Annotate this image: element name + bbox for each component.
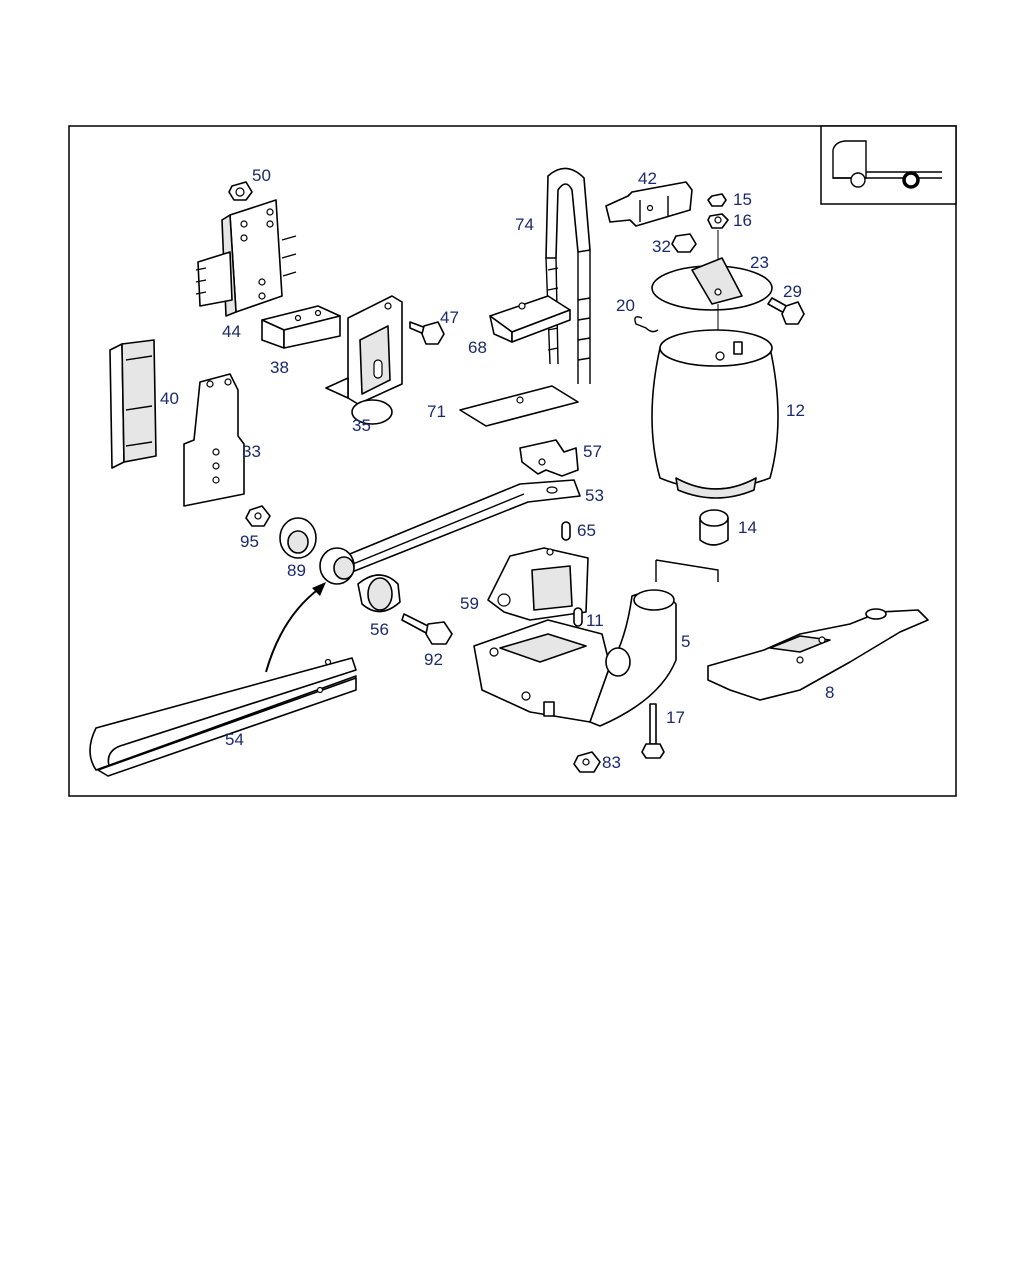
part-axle-bracket-5 (473, 589, 677, 727)
callout-42: 42 (638, 169, 657, 188)
callout-labels: 50 44 38 35 47 40 33 74 68 71 42 15 16 3… (160, 166, 834, 772)
callout-12: 12 (786, 401, 805, 420)
callout-57: 57 (583, 442, 602, 461)
part-spring-leaf-53 (319, 479, 581, 585)
callout-17: 17 (666, 708, 685, 727)
callout-38: 38 (270, 358, 289, 377)
part-bump-stop-14 (699, 509, 729, 546)
part-bolt-47 (409, 321, 445, 345)
part-bushing-89 (279, 517, 317, 559)
part-bracket-57 (519, 439, 579, 477)
callout-32: 32 (652, 237, 671, 256)
callout-15: 15 (733, 190, 752, 209)
callout-8: 8 (825, 683, 834, 702)
callout-65: 65 (577, 521, 596, 540)
part-pin-11 (573, 607, 583, 627)
callout-95: 95 (240, 532, 259, 551)
callout-35: 35 (352, 416, 371, 435)
part-top-plate-23 (651, 257, 773, 311)
callout-71: 71 (427, 402, 446, 421)
part-bushing-56 (357, 574, 401, 613)
part-hanger-59 (487, 547, 589, 621)
callout-29: 29 (783, 282, 802, 301)
part-block-38 (261, 305, 341, 349)
part-air-spring-12 (651, 329, 779, 499)
callout-11: 11 (586, 611, 604, 630)
assembly-arrow (265, 582, 326, 673)
part-bracket-40 (109, 339, 157, 469)
part-bolt-17 (641, 703, 665, 759)
callout-16: 16 (733, 211, 752, 230)
part-bracket-33 (183, 373, 245, 507)
callout-5: 5 (681, 632, 690, 651)
part-bolt-92 (401, 613, 453, 645)
part-nut-32 (671, 233, 697, 253)
part-pin-65 (561, 521, 571, 541)
callout-40: 40 (160, 389, 179, 408)
part-nut-16 (707, 213, 729, 229)
part-bolt-29 (767, 297, 805, 325)
part-nut-15 (707, 193, 727, 207)
part-axle-beam-8 (707, 608, 929, 701)
callout-74: 74 (515, 215, 534, 234)
callout-59: 59 (460, 594, 479, 613)
callout-83: 83 (602, 753, 621, 772)
callout-14: 14 (738, 518, 757, 537)
part-bracket-35 (325, 295, 403, 425)
diagram-frame (68, 125, 957, 797)
callout-54: 54 (225, 730, 244, 749)
callout-33: 33 (242, 442, 261, 461)
part-nut-83 (573, 751, 601, 773)
callout-50: 50 (252, 166, 271, 185)
part-saddle-68 (489, 295, 571, 343)
part-bracket-44 (195, 199, 297, 317)
part-plate-71 (459, 385, 579, 427)
callout-53: 53 (585, 486, 604, 505)
callout-20: 20 (616, 296, 635, 315)
callout-23: 23 (750, 253, 769, 272)
callout-92: 92 (424, 650, 443, 669)
callout-89: 89 (287, 561, 306, 580)
callout-47: 47 (440, 308, 459, 327)
part-clip-20 (634, 316, 659, 333)
part-bracket-42 (605, 181, 693, 227)
truck-rear-axle-icon (820, 125, 957, 205)
part-nut-50 (228, 181, 253, 201)
callout-68: 68 (468, 338, 487, 357)
part-nut-95 (245, 505, 271, 527)
part-spring-leaf-54 (89, 657, 357, 777)
callout-44: 44 (222, 322, 241, 341)
callout-56: 56 (370, 620, 389, 639)
part-ubolt-74 (545, 167, 591, 384)
